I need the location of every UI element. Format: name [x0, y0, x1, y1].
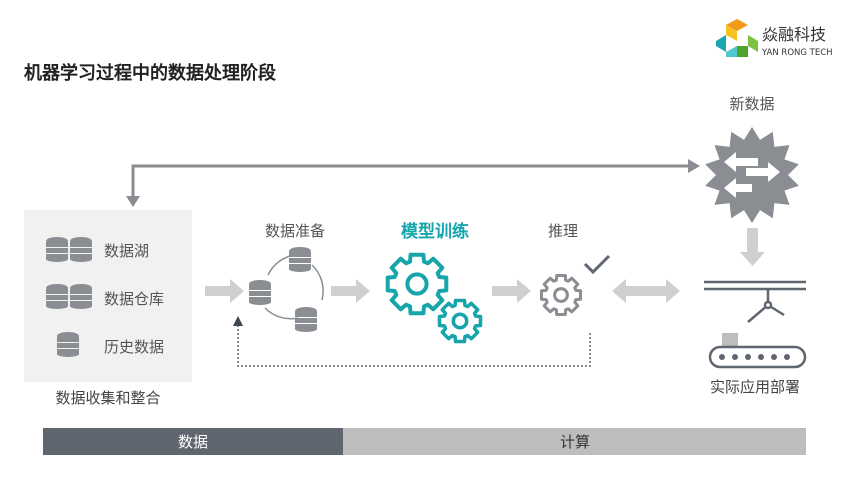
stage-prep-label: 数据准备: [265, 222, 325, 240]
bidirectional-arrow: [612, 279, 680, 303]
checkmark-icon: [583, 254, 611, 275]
stage-infer-label: 推理: [548, 222, 578, 240]
data-warehouse-item: 数据仓库: [46, 284, 164, 309]
conveyor-rollers: [719, 354, 790, 360]
company-logo: 焱融科技 YAN RONG TECH: [716, 19, 833, 58]
page-title: 机器学习过程中的数据处理阶段: [24, 62, 277, 84]
database-icon: [57, 332, 79, 357]
database-icon: [295, 307, 317, 332]
new-data-label: 新数据: [729, 95, 774, 113]
gear-icon: [437, 298, 483, 344]
phase-data-label: 数据: [178, 433, 208, 451]
phase-bar-data: [43, 428, 343, 455]
data-warehouse-label: 数据仓库: [104, 290, 164, 308]
gear-icon: [540, 274, 582, 316]
arrow-icon: [746, 162, 780, 182]
logo-name-cn: 焱融科技: [762, 25, 826, 44]
phase-bar-compute: [343, 428, 806, 455]
database-icon: [46, 284, 68, 309]
flow-arrow: [492, 279, 531, 303]
gear-icon: [385, 252, 449, 316]
retrain-loop-arrow: [237, 326, 591, 367]
flow-arrow: [205, 279, 244, 303]
historical-data-label: 历史数据: [104, 338, 164, 356]
feedback-loop-arrow: [131, 164, 690, 198]
database-icon: [70, 237, 92, 262]
arrowhead-icon: [688, 159, 700, 173]
stage-train-label: 模型训练: [401, 221, 469, 242]
deploy-label: 实际应用部署: [710, 378, 800, 396]
database-icon: [249, 280, 271, 305]
phase-compute-label: 计算: [560, 433, 590, 451]
data-lake-label: 数据湖: [104, 242, 149, 260]
data-lake-item: 数据湖: [46, 237, 149, 262]
new-data-burst-icon: [705, 127, 799, 223]
flow-arrows: [205, 228, 765, 303]
data-prep-icon: [249, 247, 324, 332]
gears-group: [385, 252, 582, 344]
database-icon: [289, 247, 311, 272]
database-icon: [70, 284, 92, 309]
historical-data-item: 历史数据: [57, 332, 164, 357]
arrow-icon: [724, 152, 758, 172]
sources-caption: 数据收集和整合: [55, 389, 160, 407]
arrow-icon: [724, 178, 752, 198]
logo-name-en: YAN RONG TECH: [761, 48, 833, 58]
arrowhead-icon: [233, 316, 243, 326]
down-arrow: [740, 228, 765, 266]
robot-arm-conveyor-icon: [704, 280, 807, 369]
flow-arrow: [331, 279, 370, 303]
database-icon: [46, 237, 68, 262]
arrowhead-icon: [126, 196, 140, 207]
